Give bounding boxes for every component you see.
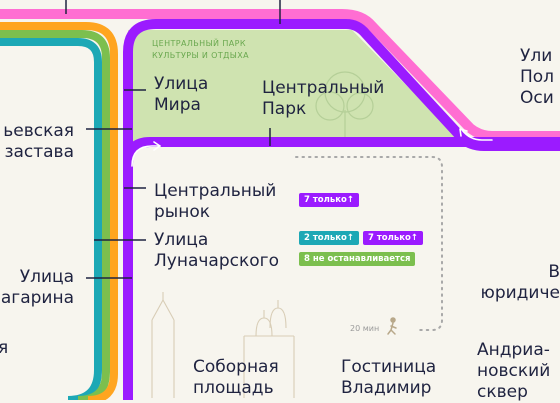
arrow-icon (131, 128, 493, 167)
badge-lunach-2: 2 только↑ (299, 231, 359, 245)
badge-lunach-7: 7 только↑ (363, 231, 423, 245)
station-left-fragment[interactable]: я (0, 338, 9, 358)
park-label: ЦЕНТРАЛЬНЫЙ ПАРК КУЛЬТУРЫ И ОТДЫХА (152, 39, 250, 60)
line-teal (0, 38, 102, 400)
central-park-area (128, 30, 462, 142)
badge-market-7: 7 только↑ (299, 193, 359, 207)
station-ticks (65, 0, 281, 279)
walking-person-icon (387, 317, 397, 335)
line-purple-branch (123, 137, 560, 178)
station-lunacharskogo[interactable]: Улица Луначарского (154, 230, 279, 271)
station-ulitsa-mira[interactable]: Улица Мира (154, 74, 209, 115)
station-andrianovsky[interactable]: Андриа- новский сквер (477, 340, 551, 402)
station-yuridich[interactable]: В юридиче (480, 262, 560, 303)
church-icon (151, 292, 295, 398)
station-zastava[interactable]: ьевская застава (3, 121, 74, 162)
station-sobornaya[interactable]: Соборная площадь (193, 357, 279, 398)
station-poly[interactable]: Ули Пол Оси (520, 46, 555, 108)
walking-route (295, 156, 443, 331)
badge-lunach-8: 8 не останавливается (299, 252, 416, 266)
station-gagarina[interactable]: Улица Гагарина (0, 267, 74, 308)
line-pink (0, 8, 560, 141)
station-centralny-rynok[interactable]: Центральный рынок (154, 181, 277, 222)
tree-icon (315, 71, 374, 140)
line-green (0, 30, 110, 400)
walking-time-label: 20 мин (350, 324, 380, 333)
line-orange (0, 22, 118, 400)
station-vladimir[interactable]: Гостиница Владимир (341, 357, 437, 398)
station-centralny-park[interactable]: Центральный Парк (262, 78, 385, 119)
